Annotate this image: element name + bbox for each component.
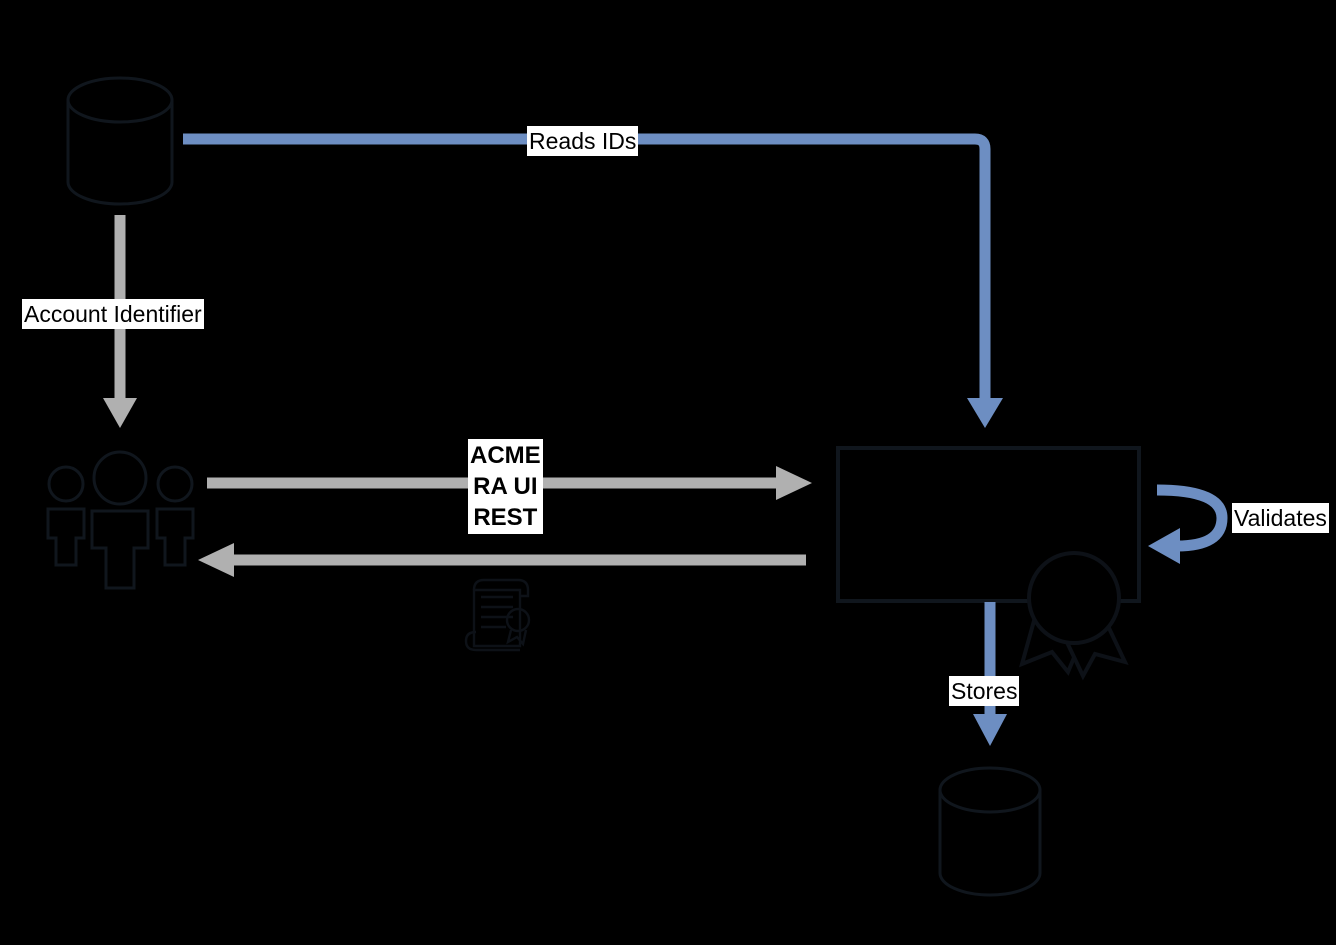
certificate-scroll-icon: [464, 578, 531, 652]
users-group-icon: [46, 450, 195, 590]
validates-loop-arrow: [1148, 484, 1228, 564]
edge-label-protocol-line2: RA UI: [473, 473, 538, 500]
edge-label-account-identifier: Account Identifier: [22, 299, 204, 329]
response-arrow-left: [198, 543, 806, 577]
certificate-seal-icon: [1018, 551, 1129, 681]
edge-label-reads-ids: Reads IDs: [527, 126, 639, 156]
edge-label-protocol-line1: ACME: [470, 442, 541, 469]
reads-ids-arrow: [183, 133, 1003, 428]
edge-label-protocol: ACME RA UI REST: [468, 439, 543, 534]
edge-label-protocol-line3: REST: [473, 504, 538, 531]
edge-label-validates: Validates: [1232, 503, 1329, 533]
bottom-database-cylinder: [938, 766, 1042, 897]
top-database-cylinder: [66, 76, 174, 206]
edge-label-stores: Stores: [949, 676, 1020, 706]
stores-arrow: [973, 602, 1007, 746]
